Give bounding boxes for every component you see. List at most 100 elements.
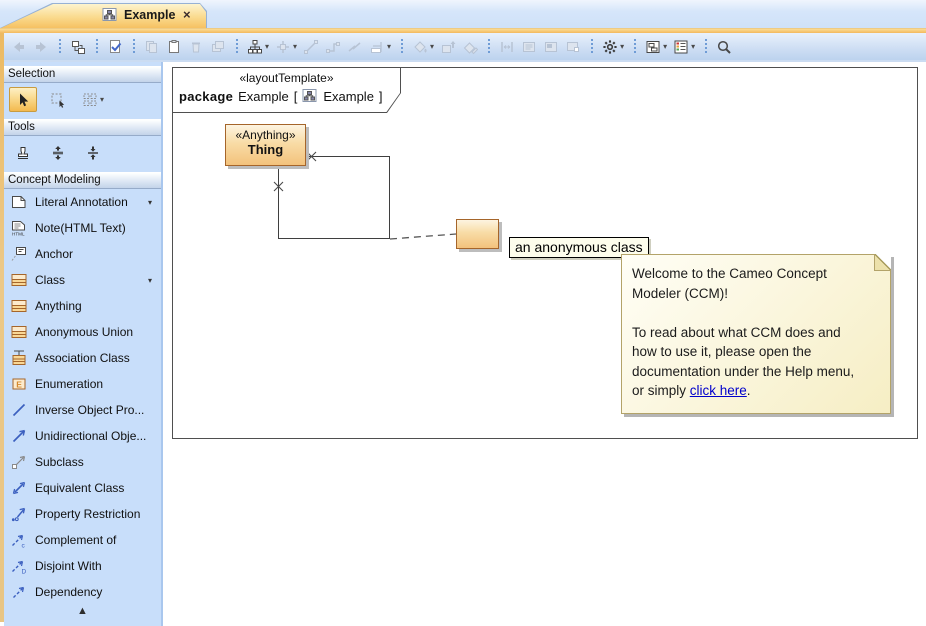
make-same-spacing-icon <box>499 39 515 55</box>
palette-section-tools[interactable]: Tools <box>4 119 161 136</box>
delete-button[interactable] <box>186 35 206 59</box>
dropdown-caret-icon[interactable]: ▾ <box>147 275 152 285</box>
send-to-back-button[interactable] <box>438 35 458 59</box>
layout-diagram-button[interactable]: ▾ <box>245 35 271 59</box>
dropdown-caret-icon[interactable]: ▾ <box>99 95 104 104</box>
dropdown-caret-icon[interactable]: ▾ <box>430 42 435 51</box>
palette-item-note-html-text[interactable]: HTML Note(HTML Text) <box>4 215 161 241</box>
related-elements-button[interactable] <box>68 35 88 59</box>
palette-item-inverse-object-pro[interactable]: Inverse Object Pro... <box>4 397 161 423</box>
anonymous-class-shape[interactable] <box>456 219 499 249</box>
copy-button[interactable] <box>142 35 162 59</box>
forward-button[interactable] <box>31 35 51 59</box>
dropdown-caret-icon[interactable]: ▾ <box>265 42 270 51</box>
palette-item-anonymous-union[interactable]: Anonymous Union <box>4 319 161 345</box>
zoom-search-button[interactable] <box>714 35 734 59</box>
dropdown-caret-icon[interactable]: ▾ <box>620 42 625 51</box>
multi-select-tool-icon <box>82 92 98 108</box>
show-note-view-button[interactable] <box>519 35 539 59</box>
dropdown-caret-icon[interactable]: ▾ <box>147 197 152 207</box>
diagram-canvas[interactable]: «layoutTemplate» package Example [ Examp… <box>172 67 918 439</box>
palette-scroll-up-icon[interactable]: ▲ <box>77 605 88 617</box>
palette-item-association-class[interactable]: Association Class <box>4 345 161 371</box>
palette-item-label: Association Class <box>35 351 130 365</box>
palette-item-label: Note(HTML Text) <box>35 221 126 235</box>
toolbar-separator <box>704 37 709 56</box>
diagram-options-button[interactable]: ▾ <box>600 35 626 59</box>
palette-item-label: Literal Annotation <box>35 195 128 209</box>
reset-paths-button[interactable]: ▾ <box>367 35 393 59</box>
dropdown-caret-icon[interactable]: ▾ <box>293 42 298 51</box>
draw-rectilinear-path-button[interactable] <box>323 35 343 59</box>
note-html-text-icon: HTML <box>11 220 27 236</box>
multi-select-tool-button[interactable]: ▾ <box>79 87 107 112</box>
palette-section-concept-modeling[interactable]: Concept Modeling <box>4 172 161 189</box>
palette-item-property-restriction[interactable]: Property Restriction <box>4 501 161 527</box>
draw-oblique-path-button[interactable] <box>301 35 321 59</box>
palette-item-label: Anonymous Union <box>35 325 134 339</box>
anonymous-class-label[interactable]: an anonymous class <box>509 237 649 258</box>
association-segment-right[interactable] <box>389 156 390 239</box>
fill-color-button[interactable]: ▾ <box>410 35 436 59</box>
draw-bezier-path-button[interactable] <box>345 35 365 59</box>
show-image-view-icon <box>543 39 559 55</box>
palette-item-class[interactable]: Class▾ <box>4 267 161 293</box>
class-thing[interactable]: «Anything» Thing <box>225 124 306 166</box>
click-here-link[interactable]: click here <box>689 383 747 399</box>
palette-item-anchor[interactable]: Anchor <box>4 241 161 267</box>
window-layout-button[interactable]: ▾ <box>643 35 669 59</box>
edit-style-button[interactable] <box>460 35 480 59</box>
complement-of-icon: c <box>11 532 27 550</box>
validate-diagram-button[interactable] <box>105 35 125 59</box>
toolbar-separator <box>487 37 492 56</box>
dropdown-caret-icon[interactable]: ▾ <box>663 42 668 51</box>
palette-item-label: Subclass <box>35 455 84 469</box>
zoom-search-icon <box>716 39 732 55</box>
tab-title: Example <box>124 8 176 22</box>
legend-button[interactable]: ▾ <box>671 35 697 59</box>
validate-diagram-icon <box>107 39 123 55</box>
show-image-view-button[interactable] <box>541 35 561 59</box>
palette-item-dependency[interactable]: Dependency <box>4 579 161 605</box>
tab-close-icon[interactable]: × <box>183 7 191 22</box>
palette-section-selection[interactable]: Selection <box>4 66 161 83</box>
association-segment-left[interactable] <box>278 164 279 238</box>
property-restriction-icon <box>11 506 27 522</box>
show-frame-view-icon <box>565 39 581 55</box>
subclass-icon <box>11 454 27 470</box>
toolbar-separator <box>132 37 136 56</box>
stamp-tool-button[interactable] <box>9 140 37 165</box>
palette-item-subclass[interactable]: Subclass <box>4 449 161 475</box>
compress-vertically-tool-button[interactable] <box>79 140 107 165</box>
paste-button[interactable] <box>164 35 184 59</box>
dropdown-caret-icon[interactable]: ▾ <box>387 42 392 51</box>
layout-diagram-icon <box>247 39 263 55</box>
make-same-spacing-button[interactable] <box>497 35 517 59</box>
thing-name: Thing <box>247 142 284 157</box>
delete-icon <box>188 39 204 55</box>
association-segment-bottom[interactable] <box>278 238 390 239</box>
dropdown-caret-icon[interactable]: ▾ <box>691 42 696 51</box>
marquee-select-tool-button[interactable] <box>44 87 72 112</box>
distribute-vertically-tool-button[interactable] <box>44 140 72 165</box>
tools-tool-row <box>4 136 161 172</box>
clone-button[interactable] <box>208 35 228 59</box>
palette-item-literal-annotation[interactable]: Literal Annotation ▾ <box>4 189 161 215</box>
palette-item-equivalent-class[interactable]: Equivalent Class <box>4 475 161 501</box>
back-button[interactable] <box>9 35 29 59</box>
align-shapes-button[interactable]: ▾ <box>273 35 299 59</box>
stamp-tool-icon <box>15 145 31 161</box>
association-segment-top[interactable] <box>304 156 390 157</box>
palette-item-anything[interactable]: Anything <box>4 293 161 319</box>
svg-text:E: E <box>16 379 22 389</box>
pointer-tool-button[interactable] <box>9 87 37 112</box>
show-frame-view-button[interactable] <box>563 35 583 59</box>
palette-item-unidirectional-obje[interactable]: Unidirectional Obje... <box>4 423 161 449</box>
toolbar-edge-strip <box>0 33 4 622</box>
